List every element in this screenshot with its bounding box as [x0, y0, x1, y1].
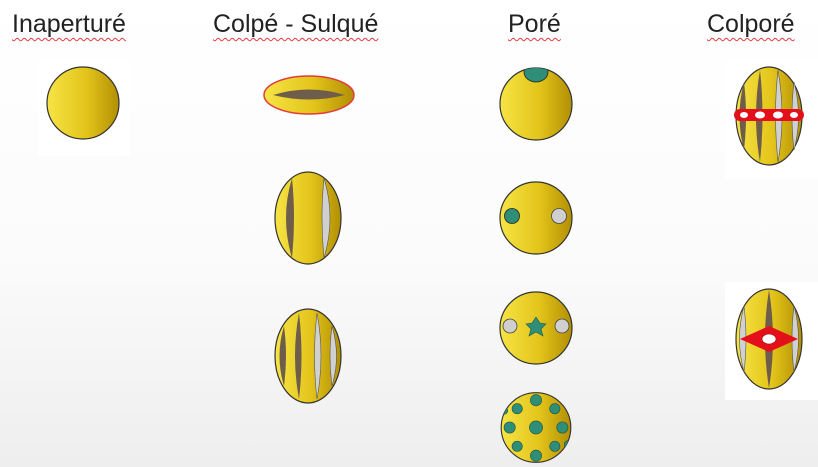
heading-pore: Poré	[508, 10, 561, 39]
heading-colpe-sulque: Colpé - Sulqué	[213, 10, 378, 39]
tricolporate-equatorial-grain-icon	[730, 62, 808, 170]
monoporate-grain-icon	[496, 64, 576, 144]
tetracolpate-grain-icon	[270, 304, 346, 408]
tricolporate-polar-grain-icon	[730, 284, 808, 394]
inaperturate-grain-icon	[44, 64, 122, 142]
periporate-grain-icon	[494, 388, 578, 467]
heading-inaperture: Inaperturé	[12, 10, 126, 39]
tricolpate-grain-icon	[270, 168, 346, 268]
triporate-grain-icon	[496, 288, 576, 368]
heading-colpore: Colporé	[707, 10, 795, 39]
monosulcate-grain-icon	[259, 72, 359, 118]
diporate-grain-icon	[496, 178, 576, 258]
